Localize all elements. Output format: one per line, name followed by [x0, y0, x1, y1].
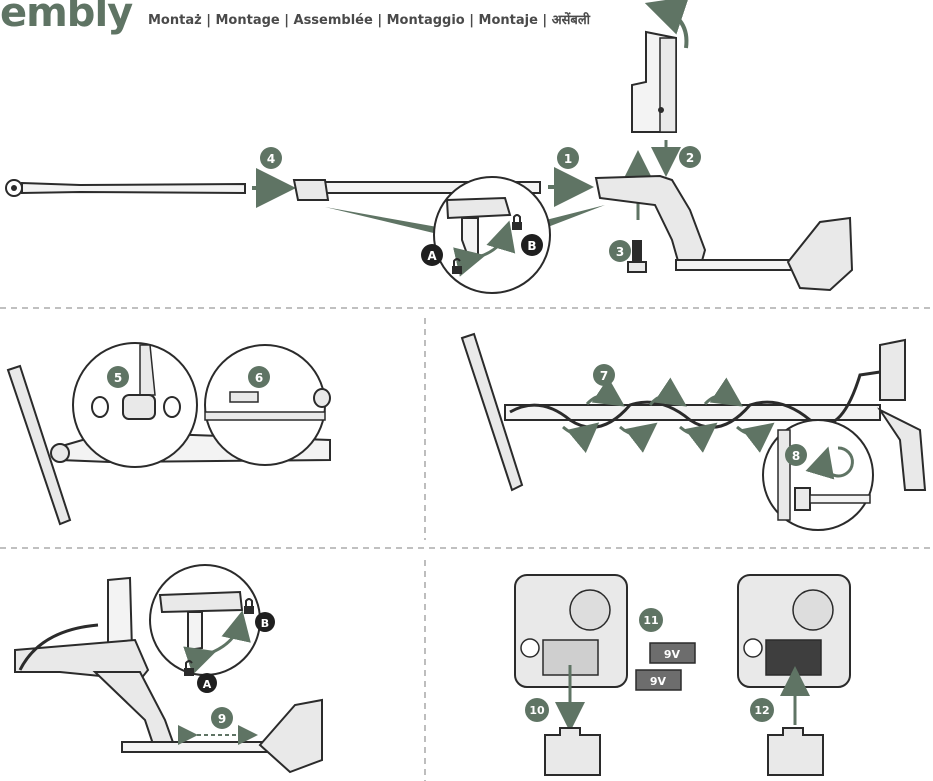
zoom-wedge-left [325, 207, 446, 236]
lock-open-icon [452, 258, 462, 274]
battery-compartment-open [514, 574, 628, 688]
step-badge-11-label: 11 [643, 614, 658, 627]
lock-detail-bottom [149, 564, 261, 676]
battery-9v-1 [649, 642, 696, 664]
washer-detail-circle [72, 342, 198, 468]
step-badge-2 [679, 146, 701, 168]
step-badge-8 [785, 444, 807, 466]
step-badge-12 [750, 698, 774, 722]
bolt-detail-circle [204, 344, 331, 466]
battery-compartment-closed [737, 574, 851, 688]
language-list: Montaż | Montage | Assemblée | Montaggio… [148, 13, 591, 28]
badge-b-bottom [255, 612, 275, 632]
battery-9v-1-label: 9V [664, 648, 681, 661]
step-badge-5-label: 5 [114, 371, 122, 385]
battery-9v-2-label: 9V [650, 675, 667, 688]
middle-shaft-illustration [292, 179, 541, 201]
step-badge-10 [525, 698, 549, 722]
lower-shaft-illustration [5, 179, 246, 197]
page-title: embly [0, 0, 133, 36]
step-badge-10-label: 10 [529, 704, 545, 717]
step-badge-11 [639, 608, 663, 632]
badge-a-top [421, 244, 443, 266]
battery-door-1 [544, 727, 601, 776]
step-badge-6-label: 6 [255, 371, 263, 385]
step-badge-3-label: 3 [616, 245, 624, 259]
armrest-adjust-illustration [14, 576, 323, 774]
badge-b-top-label: B [527, 239, 536, 253]
step-badge-6 [248, 366, 270, 388]
lock-open-icon-bottom [184, 660, 194, 676]
badge-a-bottom-label: A [203, 678, 212, 691]
step-badge-3 [609, 240, 631, 262]
lock-closed-icon [512, 214, 522, 230]
control-box-illustration [631, 30, 677, 133]
step-badge-7 [593, 364, 615, 386]
step-badge-1-label: 1 [564, 152, 572, 166]
step-badge-9-label: 9 [218, 712, 226, 726]
battery-door-2 [767, 727, 824, 776]
lock-detail-top [433, 176, 551, 294]
step-badge-4 [260, 147, 282, 169]
wrap-arrows [562, 377, 775, 454]
step-badge-4-label: 4 [267, 152, 275, 166]
rotate-arrow [644, 0, 690, 49]
badge-a-bottom [197, 673, 217, 693]
cable-wrap-illustration [460, 332, 927, 492]
step-badge-12-label: 12 [754, 704, 769, 717]
handle-assembly-illustration [594, 174, 854, 292]
zoom-wedge-right [538, 205, 605, 230]
badge-a-top-label: A [427, 249, 437, 263]
step-badge-7-label: 7 [600, 369, 608, 383]
battery-9v-2 [635, 669, 682, 691]
step-badge-9 [211, 707, 233, 729]
step-badge-2-label: 2 [686, 151, 694, 165]
step-badge-5 [107, 366, 129, 388]
connector-detail-circle [762, 419, 874, 531]
badge-b-top [521, 234, 543, 256]
step-badge-8-label: 8 [792, 449, 800, 463]
step-badge-1 [557, 147, 579, 169]
badge-b-bottom-label: B [261, 617, 269, 630]
lock-closed-icon-bottom [244, 598, 254, 614]
